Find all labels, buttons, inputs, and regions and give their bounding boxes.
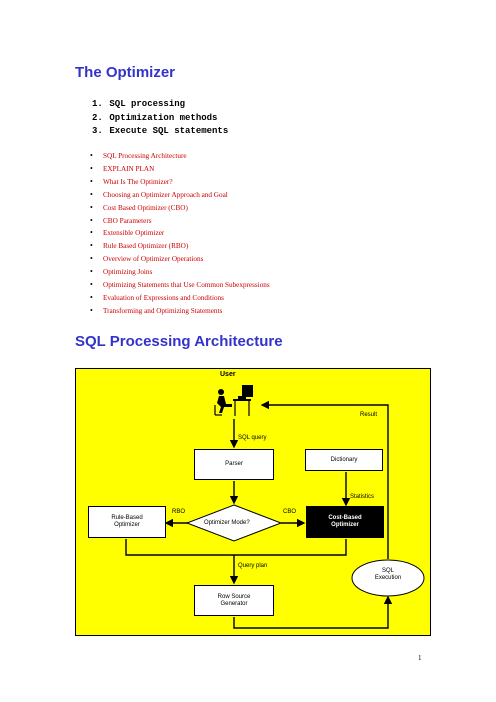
arrow-result-user	[260, 400, 389, 559]
sql-query-label: SQL query	[238, 435, 267, 441]
numbered-item: 3. Execute SQL statements	[92, 125, 228, 139]
item-text: Optimization methods	[109, 112, 218, 123]
item-text: SQL processing	[109, 99, 186, 109]
rule-based-optimizer-box: Rule-Based Optimizer	[88, 506, 166, 538]
item-number: 1.	[92, 99, 103, 109]
query-plan-label: Query plan	[238, 563, 268, 569]
numbered-list: 1. SQL processing 2. Optimization method…	[92, 98, 228, 139]
diagram-connectors	[125, 385, 425, 629]
sql-execution-label: SQL Execution	[374, 568, 402, 581]
topic-link[interactable]: CBO Parameters	[90, 215, 270, 228]
parser-box: Parser	[194, 449, 274, 480]
result-label: Result	[360, 412, 378, 418]
topic-link[interactable]: Transforming and Optimizing Statements	[90, 305, 270, 318]
connector-rbo-plan	[125, 539, 234, 556]
topic-link[interactable]: Cost Based Optimizer (CBO)	[90, 202, 270, 215]
connector-cbo-plan	[234, 539, 347, 556]
dictionary-box: Dictionary	[305, 449, 383, 471]
numbered-item: 2. Optimization methods	[92, 112, 228, 126]
topic-link[interactable]: Overview of Optimizer Operations	[90, 253, 270, 266]
execution-ellipse	[351, 559, 425, 597]
row-source-generator-box: Row Source Generator	[194, 585, 274, 616]
topic-link[interactable]: Optimizing Joins	[90, 266, 270, 279]
user-label: User	[220, 371, 236, 378]
cost-based-optimizer-box: Cost-Based Optimizer	[306, 506, 384, 538]
numbered-item: 1. SQL processing	[92, 98, 228, 112]
topic-link[interactable]: SQL Processing Architecture	[90, 150, 270, 163]
architecture-diagram: User Result SQL query Parser Dictionary …	[75, 368, 431, 636]
topic-link[interactable]: Extensible Optimizer	[90, 227, 270, 240]
page-number: 1	[418, 654, 422, 662]
topic-list: SQL Processing Architecture EXPLAIN PLAN…	[90, 150, 270, 318]
item-number: 2.	[92, 112, 103, 123]
topic-link[interactable]: Choosing an Optimizer Approach and Goal	[90, 189, 270, 202]
rbo-label: RBO	[172, 509, 186, 515]
topic-link[interactable]: What Is The Optimizer?	[90, 176, 270, 189]
item-number: 3.	[92, 126, 103, 136]
topic-link[interactable]: Evaluation of Expressions and Conditions	[90, 292, 270, 305]
section-title: SQL Processing Architecture	[75, 333, 283, 350]
cbo-label: CBO	[283, 509, 297, 515]
topic-link[interactable]: Rule Based Optimizer (RBO)	[90, 240, 270, 253]
page-title: The Optimizer	[75, 64, 176, 81]
decision-diamond	[185, 504, 283, 542]
topic-link[interactable]: EXPLAIN PLAN	[90, 163, 270, 176]
user-icon	[214, 385, 253, 416]
arrow-rowsource-execution	[233, 595, 393, 629]
topic-link[interactable]: Optimizing Statements that Use Common Su…	[90, 279, 270, 292]
item-text: Execute SQL statements	[109, 126, 229, 136]
statistics-label: Statistics	[350, 494, 375, 500]
optimizer-mode-label: Optimizer Mode?	[204, 520, 250, 526]
